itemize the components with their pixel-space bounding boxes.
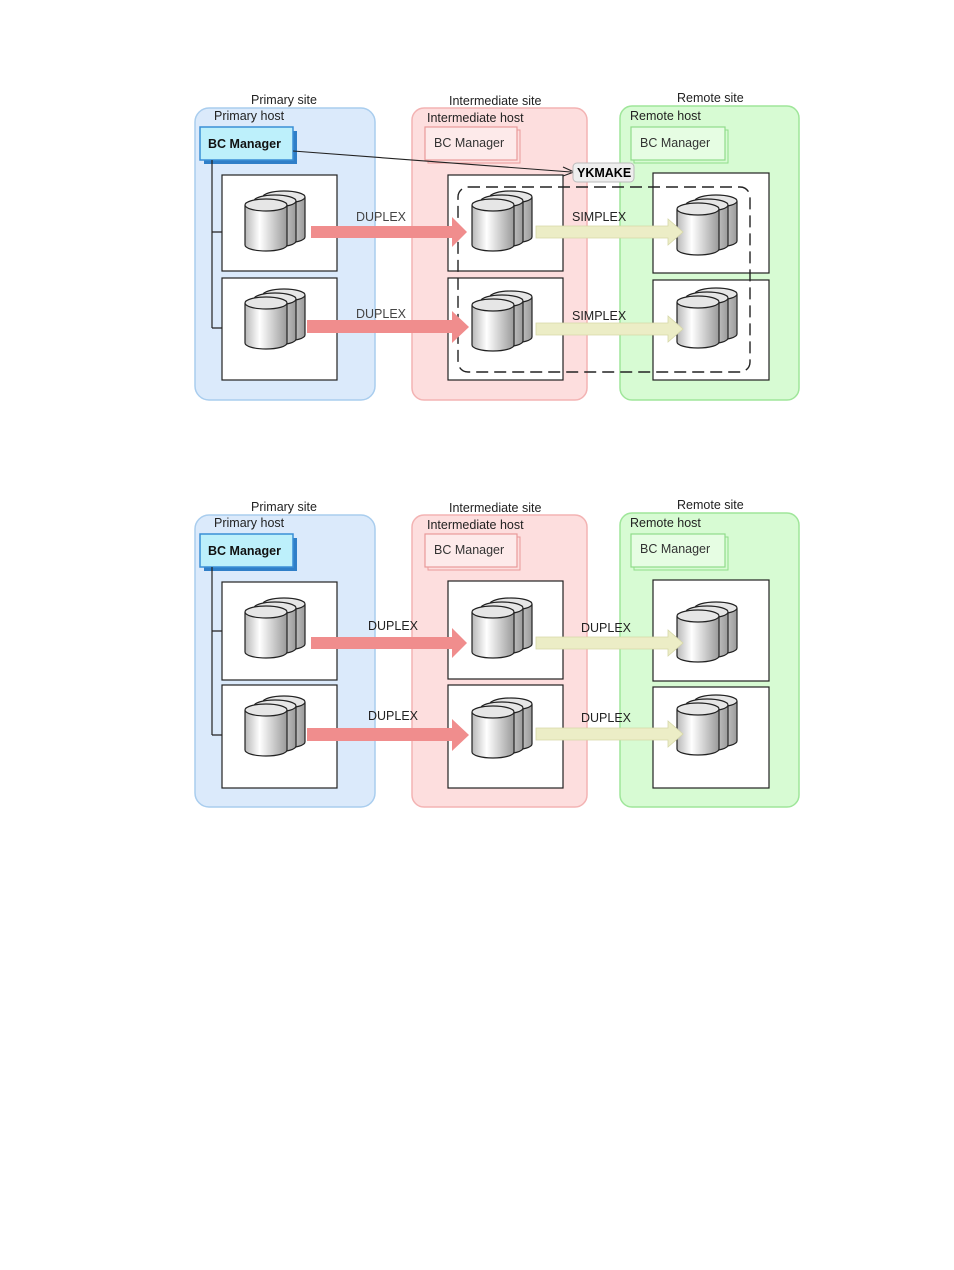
remote-site-label: Remote site <box>677 498 744 512</box>
diagram-1-graphics <box>194 105 800 401</box>
duplex-arrow-1 <box>311 628 467 658</box>
remote-volume-2 <box>676 694 738 756</box>
intermediate-bc-manager-box <box>424 533 518 568</box>
primary-host-connector <box>211 160 222 329</box>
pair-1-duplex-label: DUPLEX <box>368 619 419 633</box>
remote-volume-2 <box>676 287 738 349</box>
pair-1-duplex-label: DUPLEX <box>356 210 407 224</box>
intermediate-volume-2 <box>471 697 533 759</box>
ykmake-command-label: YKMAKE <box>577 166 632 180</box>
remote-bc-manager-box <box>630 533 726 568</box>
simplex-arrow-1 <box>535 218 684 246</box>
intermediate-bc-manager-label: BC Manager <box>434 136 505 150</box>
simplex-arrow-2 <box>535 315 684 343</box>
intermediate-host-label: Intermediate host <box>427 518 524 532</box>
primary-volume-2 <box>244 288 306 350</box>
remote-site-label: Remote site <box>677 91 744 105</box>
pair-2-simplex-label: SIMPLEX <box>572 309 627 323</box>
primary-host-label: Primary host <box>214 516 285 530</box>
primary-host-connector <box>211 567 222 736</box>
remote-host-label: Remote host <box>630 516 701 530</box>
primary-site-label: Primary site <box>251 93 317 107</box>
diagram-duplex-state: Primary site Primary host Intermediate s… <box>0 487 954 887</box>
second-duplex-arrow-1 <box>535 629 684 657</box>
copy-group-dashed-outline <box>457 186 751 373</box>
pair-1-simplex-label: SIMPLEX <box>572 210 627 224</box>
intermediate-host-label: Intermediate host <box>427 111 524 125</box>
pair-1-second-duplex-label: DUPLEX <box>581 621 632 635</box>
second-duplex-arrow-2 <box>535 720 684 748</box>
primary-volume-2 <box>244 695 306 757</box>
intermediate-site-label: Intermediate site <box>449 94 542 108</box>
primary-volume-1 <box>244 597 306 659</box>
primary-bc-manager-box <box>199 126 294 161</box>
primary-bc-manager-box <box>199 533 294 568</box>
primary-bc-manager-label: BC Manager <box>208 544 281 558</box>
intermediate-bc-manager-label: BC Manager <box>434 543 505 557</box>
intermediate-site-label: Intermediate site <box>449 501 542 515</box>
diagram-2-graphics <box>194 512 800 808</box>
remote-volume-1 <box>676 601 738 663</box>
intermediate-volume-1 <box>471 597 533 659</box>
diagram-ykmake: Primary site Primary host Intermediate s… <box>0 80 954 480</box>
primary-site-label: Primary site <box>251 500 317 514</box>
remote-bc-manager-label: BC Manager <box>640 136 711 150</box>
ykmake-label-box <box>572 162 635 183</box>
primary-volume-1 <box>244 190 306 252</box>
remote-volume-1 <box>676 194 738 256</box>
remote-bc-manager-box <box>630 126 726 161</box>
intermediate-bc-manager-box <box>424 126 518 161</box>
pair-2-duplex-label: DUPLEX <box>368 709 419 723</box>
intermediate-volume-2 <box>471 290 533 352</box>
pair-2-duplex-label: DUPLEX <box>356 307 407 321</box>
pair-2-second-duplex-label: DUPLEX <box>581 711 632 725</box>
remote-bc-manager-label: BC Manager <box>640 542 711 556</box>
ykmake-command-line <box>292 150 572 173</box>
remote-host-label: Remote host <box>630 109 701 123</box>
intermediate-volume-1 <box>471 190 533 252</box>
duplex-arrow-1 <box>311 217 467 247</box>
primary-bc-manager-label: BC Manager <box>208 137 281 151</box>
duplex-arrow-2 <box>307 719 469 751</box>
duplex-arrow-2 <box>307 311 469 343</box>
primary-host-label: Primary host <box>214 109 285 123</box>
